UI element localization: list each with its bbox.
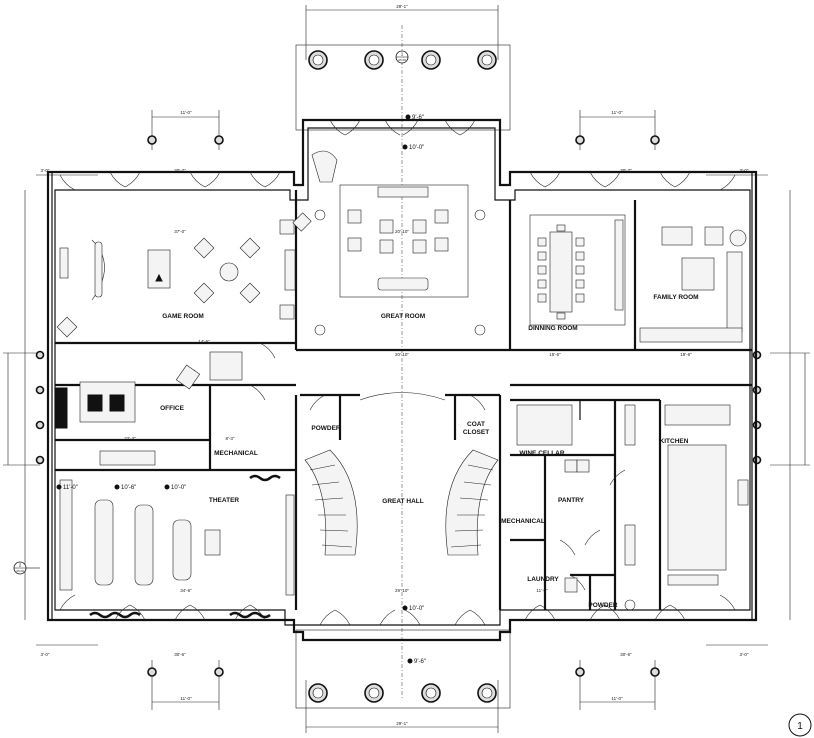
dim-great-hall-width: 29'-10" bbox=[395, 588, 409, 593]
section-top-number: 1 bbox=[401, 52, 404, 57]
office-furniture bbox=[54, 351, 243, 466]
exterior-walls bbox=[46, 118, 758, 642]
label-dinning-room: DINNING ROOM bbox=[528, 325, 577, 332]
dim-theater-width: 34'-6" bbox=[180, 588, 192, 593]
dim-great-room-bottom: 20'-10" bbox=[395, 352, 409, 357]
section-marker-top: 1 A5.00 bbox=[395, 50, 409, 64]
section-left-sheet: A5.00 bbox=[16, 569, 24, 573]
dim-lower-right-porch: 30'-6" bbox=[620, 652, 632, 657]
label-kitchen: KITCHEN bbox=[660, 438, 689, 445]
ceiling-theater-c: 10'-0" bbox=[171, 485, 186, 491]
section-top-sheet: A5.00 bbox=[398, 58, 406, 62]
ceiling-entry: 9'-6" bbox=[414, 659, 426, 665]
dim-corner-br: 3'-0" bbox=[740, 652, 749, 657]
interior-walls bbox=[55, 190, 752, 610]
theater-furniture bbox=[59, 474, 295, 619]
dimension-labels: 29'-1" 29'-1" 11'-0" 11'-0" 11'-0" 11'-0… bbox=[41, 4, 749, 726]
ceiling-great-hall: 10'-0" bbox=[409, 606, 424, 612]
dim-game-room-width: 37'-0" bbox=[174, 229, 186, 234]
dinning-room-furniture bbox=[529, 214, 626, 326]
label-great-hall: GREAT HALL bbox=[382, 498, 423, 505]
dim-corner-bl: 3'-0" bbox=[41, 652, 50, 657]
dim-family-width: 19'-6" bbox=[680, 352, 692, 357]
dim-corner-tl: 3'-0" bbox=[41, 168, 50, 173]
dim-right-porch: 30'-7" bbox=[620, 168, 632, 173]
ceiling-theater-a: 11'-0" bbox=[63, 485, 78, 491]
dim-left-bottom-span: 11'-0" bbox=[180, 696, 192, 701]
dim-left-top-span: 11'-0" bbox=[180, 110, 192, 115]
label-pantry: PANTRY bbox=[558, 497, 585, 504]
family-room-furniture bbox=[639, 226, 747, 343]
label-great-room: GREAT ROOM bbox=[381, 313, 425, 320]
ceiling-great-room: 10'-0" bbox=[409, 145, 424, 151]
dim-office-width: 14'-6" bbox=[198, 339, 210, 344]
porch-outlines bbox=[295, 25, 511, 709]
dim-great-room-width: 20'-10" bbox=[395, 229, 409, 234]
label-coat-closet-line1: COAT bbox=[467, 421, 485, 428]
dim-left-porch: 30'-7" bbox=[174, 168, 186, 173]
section-left-number: 2 bbox=[19, 563, 22, 568]
label-coat-closet-line2: CLOSET bbox=[463, 429, 489, 436]
dim-right-bottom-span: 11'-0" bbox=[611, 696, 623, 701]
great-room-furniture bbox=[292, 150, 486, 336]
label-theater: THEATER bbox=[209, 497, 240, 504]
dim-laundry-width: 11'-5" bbox=[536, 588, 548, 593]
room-labels: GAME ROOM GREAT ROOM DINNING ROOM FAMILY… bbox=[160, 294, 699, 609]
label-family-room: FAMILY ROOM bbox=[653, 294, 698, 301]
label-powder-right: POWDER bbox=[588, 602, 618, 609]
section-marker-left: 2 A5.00 bbox=[13, 561, 40, 575]
dim-bottom-overall: 29'-1" bbox=[396, 721, 408, 726]
dim-mech-left: 8'-3" bbox=[226, 436, 235, 441]
staircases bbox=[304, 392, 499, 556]
label-laundry: LAUNDRY bbox=[527, 576, 559, 583]
label-mechanical-right: MECHANICAL bbox=[501, 518, 545, 525]
sheet-number: 1 bbox=[797, 721, 803, 732]
dim-lower-left-porch: 30'-6" bbox=[174, 652, 186, 657]
door-swings bbox=[59, 119, 736, 626]
service-furniture bbox=[516, 404, 749, 611]
dimension-lines bbox=[3, 5, 810, 733]
ceiling-height-tags: 9'-6" 10'-0" 11'-0" 10'-6" 10'-0" 10'-0"… bbox=[56, 114, 426, 665]
dim-top-overall: 29'-1" bbox=[396, 4, 408, 9]
dim-office-left: 22'-3" bbox=[124, 436, 136, 441]
label-mechanical-left: MECHANICAL bbox=[214, 450, 258, 457]
sheet-number-badge: 1 bbox=[788, 713, 812, 737]
dim-right-top-span: 11'-0" bbox=[611, 110, 623, 115]
ceiling-theater-b: 10'-6" bbox=[121, 485, 136, 491]
portico-columns bbox=[35, 50, 762, 703]
label-wine-cellar: WINE CELLAR bbox=[519, 450, 564, 457]
label-powder-left: POWDER bbox=[311, 425, 341, 432]
dim-dinning-width: 15'-6" bbox=[549, 352, 561, 357]
label-game-room: GAME ROOM bbox=[162, 313, 204, 320]
game-room-furniture bbox=[56, 219, 296, 338]
label-office: OFFICE bbox=[160, 405, 184, 412]
ceiling-great-room-top: 9'-6" bbox=[412, 115, 424, 121]
dim-corner-tr: 3'-0" bbox=[740, 168, 749, 173]
